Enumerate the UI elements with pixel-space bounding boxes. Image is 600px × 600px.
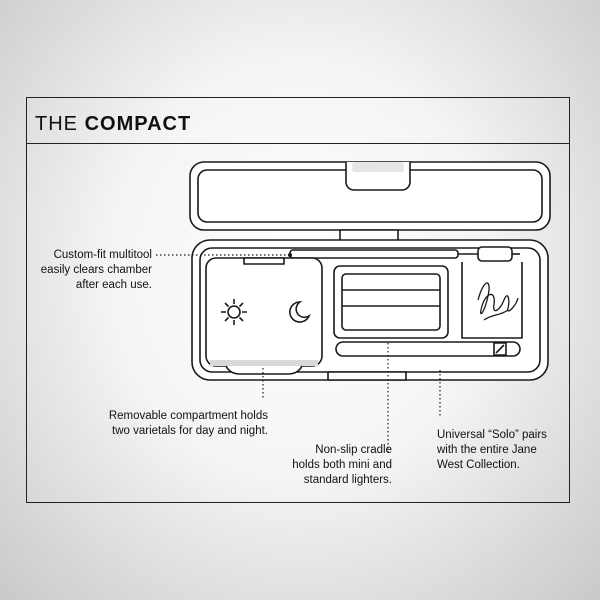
title-bold: COMPACT <box>84 113 192 135</box>
signature-pocket <box>461 262 523 339</box>
diagram-title: THE COMPACT <box>35 113 191 136</box>
lighter-cradle <box>327 265 449 381</box>
callout-cradle: Non-slip cradle holds both mini and stan… <box>292 444 392 486</box>
sun-icon <box>221 299 247 325</box>
moon-icon <box>289 301 311 323</box>
title-divider <box>26 143 570 144</box>
leader-lines <box>156 254 441 455</box>
callout-multitool: Custom-fit multitool easily clears chamb… <box>40 249 152 291</box>
leader-dot-multitool <box>288 253 292 257</box>
callout-compartment: Removable compartment holds two varietal… <box>108 410 268 437</box>
solo-pen <box>335 341 521 357</box>
diagram-frame <box>26 97 570 503</box>
removable-compartment <box>205 257 323 375</box>
title-light: THE <box>35 113 78 135</box>
callout-solo: Universal “Solo” pairs with the entire J… <box>437 429 547 471</box>
case-lid <box>189 161 551 231</box>
